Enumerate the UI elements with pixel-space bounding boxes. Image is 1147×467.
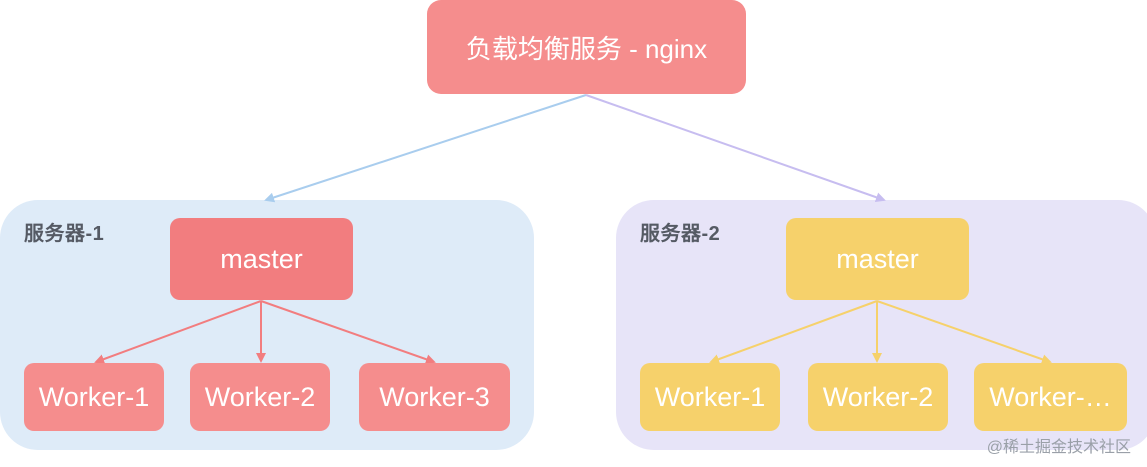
server-2-master-node: master bbox=[786, 218, 969, 300]
server-2-worker-more: Worker-… bbox=[974, 363, 1127, 431]
server-2-worker-1: Worker-1 bbox=[640, 363, 780, 431]
arrow-master1-to-worker-3 bbox=[260, 300, 436, 365]
load-balancer-node: 负载均衡服务 - nginx bbox=[427, 0, 746, 94]
server-2-worker-2: Worker-2 bbox=[808, 363, 948, 431]
server-1-worker-2: Worker-2 bbox=[190, 363, 330, 431]
arrow-lb-to-server-1 bbox=[264, 94, 587, 203]
server-1-worker-3: Worker-3 bbox=[359, 363, 510, 431]
arrow-lb-to-server-2 bbox=[585, 94, 886, 203]
arrow-master2-to-worker-1 bbox=[709, 300, 878, 364]
watermark-text: @稀土掘金技术社区 bbox=[986, 439, 1131, 456]
arrow-master2-to-worker-3 bbox=[876, 300, 1052, 365]
server-1-label: 服务器-1 bbox=[24, 223, 105, 245]
server-1-worker-1: Worker-1 bbox=[24, 363, 164, 431]
server-2-label: 服务器-2 bbox=[640, 223, 721, 245]
server-1-master-node: master bbox=[170, 218, 353, 300]
arrow-master1-to-worker-1 bbox=[94, 300, 262, 364]
